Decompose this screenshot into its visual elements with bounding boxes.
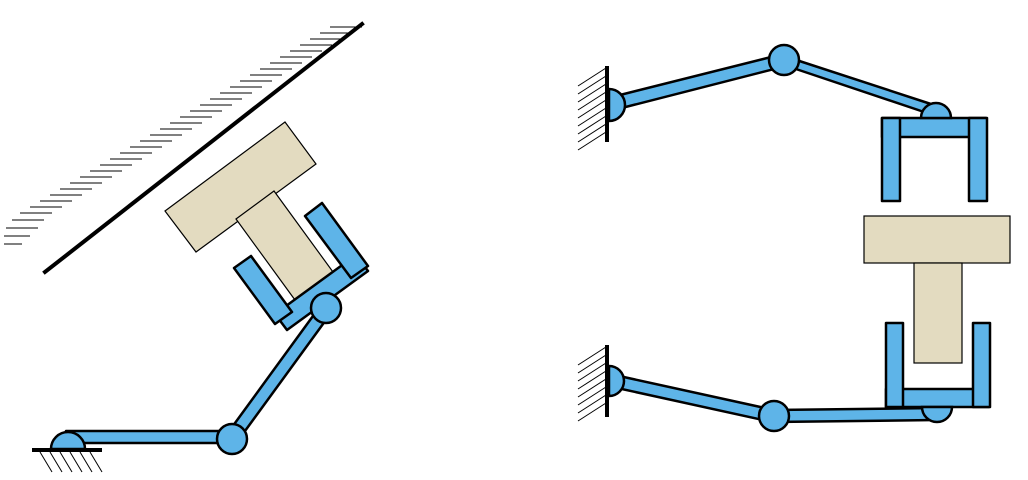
lower-u-gripper [884, 321, 992, 409]
lower-wall [577, 345, 609, 422]
left-manipulator-figure [4, 21, 370, 473]
right-manipulator-figure [577, 43, 1011, 433]
object-stem [913, 262, 963, 364]
lower-arm-link-2 [771, 406, 939, 424]
lower-gripper-finger-right [971, 321, 992, 409]
elbow-joint [215, 422, 249, 456]
inclined-wall [4, 21, 365, 275]
lower-gripper-finger-left [884, 321, 905, 409]
lower-wrist-joint [920, 405, 954, 424]
inclined-wall-line [42, 21, 365, 275]
lower-wall-hatching [577, 346, 607, 422]
object-crossbar [164, 121, 317, 253]
lower-elbow-joint [757, 399, 791, 433]
gripper-finger-left [232, 254, 294, 326]
upper-wrist-joint [919, 101, 953, 120]
upper-elbow-joint [767, 43, 801, 77]
upper-gripper-finger-right [967, 116, 989, 203]
upper-arm-link-1 [606, 52, 788, 113]
upper-gripper-finger-left [880, 116, 902, 203]
upper-wall-hatching [577, 67, 607, 151]
upper-base-joint [607, 87, 627, 123]
lower-arm-link-1 [606, 372, 776, 424]
t-shaped-object [863, 215, 1011, 364]
link-1 [64, 429, 234, 445]
base-joint [49, 430, 87, 451]
ground-hatching [39, 451, 103, 473]
upper-u-gripper [880, 116, 989, 203]
ground-base [32, 448, 103, 473]
upper-arm-link-2 [779, 53, 941, 119]
lower-base-joint [607, 364, 626, 398]
t-shaped-object [164, 121, 334, 301]
link-2 [225, 303, 333, 444]
wrist-joint [309, 291, 343, 325]
upper-wall [577, 66, 609, 151]
gripper-finger-right [303, 201, 370, 280]
inclined-wall-hatching [4, 26, 362, 245]
object-crossbar [863, 215, 1011, 264]
